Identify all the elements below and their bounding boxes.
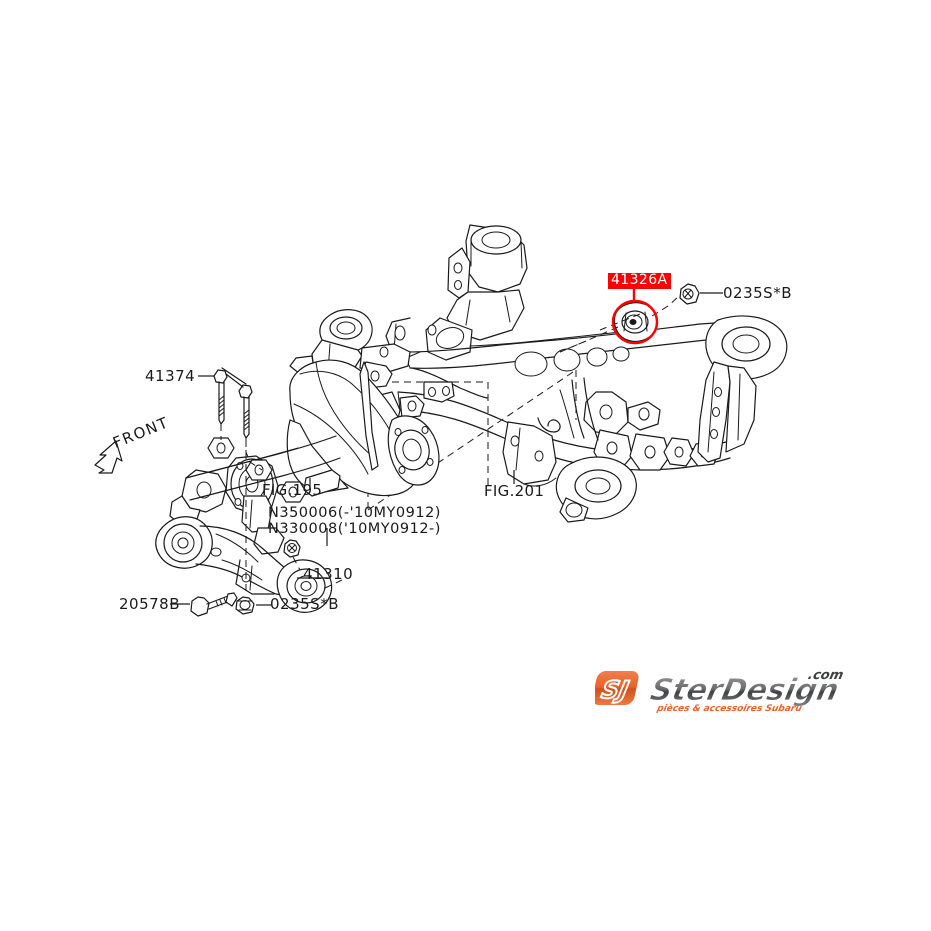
- watermark-brand-text: SterDesign: [647, 673, 842, 708]
- bolt-20578b: [190, 592, 238, 617]
- differential-assembly: [169, 309, 440, 555]
- watermark-logo-icon: SJ: [595, 669, 641, 707]
- bolt-41374-a: [213, 369, 228, 425]
- watermark-wordmark: SterDesign .com pièces & accessoires Sub…: [647, 668, 845, 714]
- label-fig-201[interactable]: FIG.201: [484, 482, 545, 500]
- bolt-41374-b: [238, 384, 253, 439]
- label-n350006[interactable]: N350006(-'10MY0912): [268, 505, 441, 521]
- front-direction-arrow: [94, 440, 123, 474]
- label-0235s-b-lower[interactable]: 0235S*B: [270, 595, 339, 613]
- fasteners: [94, 283, 723, 617]
- label-fig-195[interactable]: FIG.195: [262, 481, 323, 499]
- label-20578b[interactable]: 20578B: [119, 595, 181, 613]
- label-41374[interactable]: 41374: [145, 367, 196, 385]
- watermark-tld-text: .com: [807, 668, 845, 683]
- highlight-marker-41326a: [611, 288, 659, 345]
- label-n330008[interactable]: N330008('10MY0912-): [268, 521, 441, 537]
- highlighted-part-label-41326a[interactable]: 41326A: [608, 273, 671, 289]
- nut-mid: [283, 539, 301, 558]
- watermark-tagline-text: pièces & accessoires Subaru: [655, 703, 803, 714]
- highlighted-bushing-41326a: [613, 302, 658, 342]
- nut-upper-right: [679, 283, 700, 305]
- site-watermark: SJ SterDesign .com pièces & accessoires …: [595, 662, 863, 722]
- label-0235s-b-upper[interactable]: 0235S*B: [723, 284, 792, 302]
- rear-subframe-assembly: [367, 224, 788, 523]
- label-41310[interactable]: 41310: [303, 565, 354, 583]
- nut-bottom: [235, 596, 255, 615]
- lower-control-arm: [155, 516, 333, 613]
